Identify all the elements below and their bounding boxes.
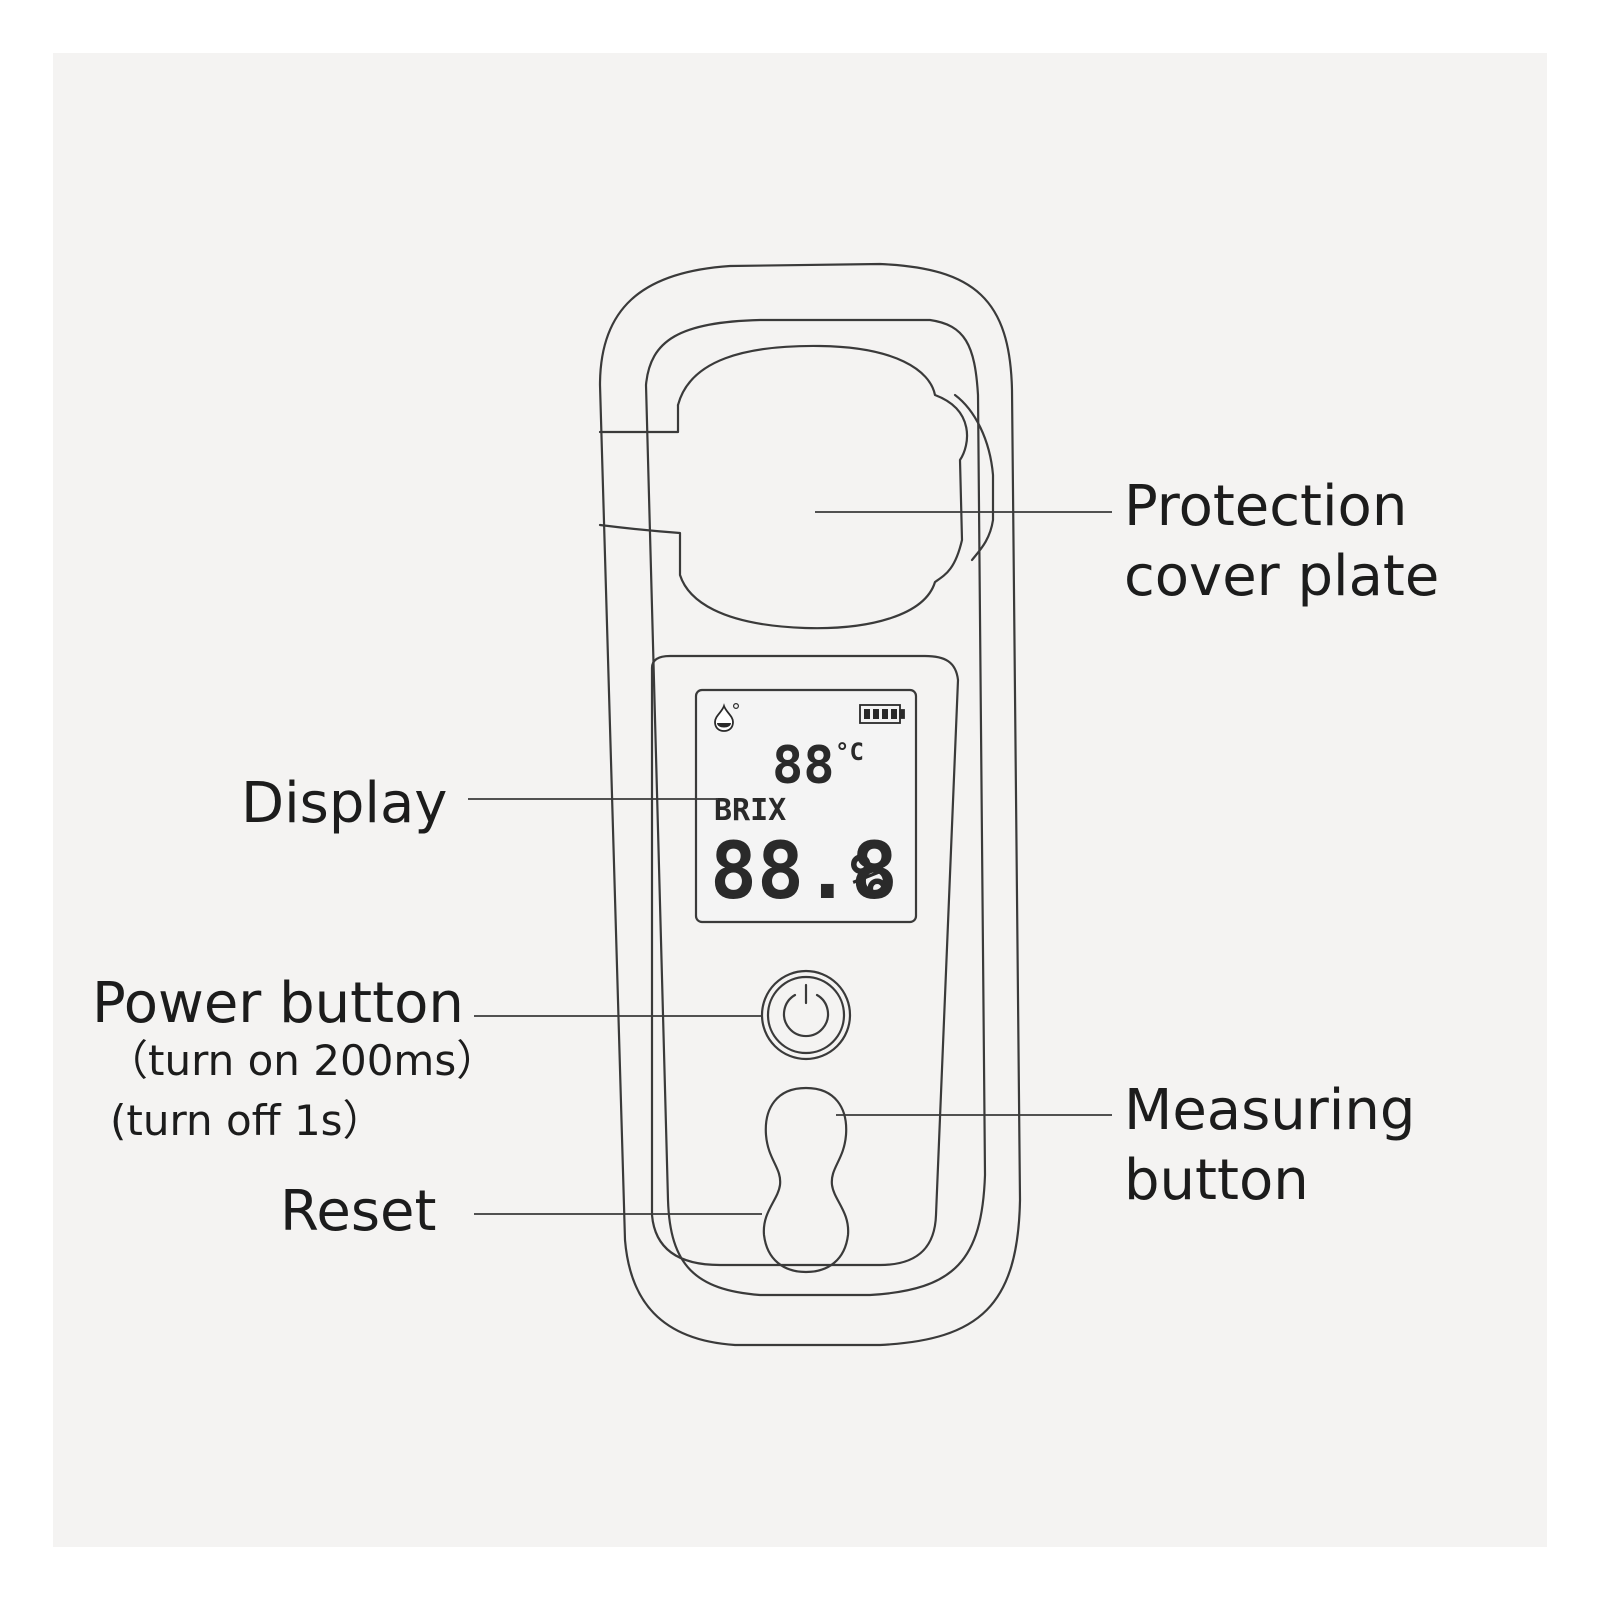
display-screen bbox=[694, 688, 918, 924]
water-drop-icon bbox=[714, 702, 739, 732]
label-protection-line2: cover plate bbox=[1124, 544, 1440, 609]
label-measuring-line1: Measuring bbox=[1124, 1078, 1416, 1143]
lcd-temperature-unit: °C bbox=[835, 738, 864, 766]
device-strap bbox=[953, 393, 995, 562]
power-icon bbox=[782, 983, 830, 1038]
lcd-reading-unit: % bbox=[850, 840, 887, 913]
device-inner-body bbox=[644, 318, 987, 1297]
cover-plate-tab-edge bbox=[598, 403, 680, 434]
device-outer-body bbox=[598, 262, 1022, 1347]
power-button-inner bbox=[766, 975, 846, 1055]
label-power-button: Power button bbox=[92, 971, 464, 1036]
label-reset: Reset bbox=[280, 1179, 437, 1244]
label-power-on: （turn on 200ms） bbox=[106, 1036, 499, 1085]
protection-cover-plate bbox=[598, 344, 969, 630]
power-button-outer bbox=[760, 969, 852, 1061]
lcd-reading: 88.8 bbox=[710, 827, 898, 917]
device-face-panel bbox=[650, 654, 960, 1267]
lcd-temperature: 88 bbox=[772, 736, 835, 796]
battery-icon bbox=[859, 704, 905, 724]
measuring-reset-button bbox=[762, 1086, 850, 1274]
label-power-off: (turn off 1s） bbox=[110, 1096, 385, 1145]
label-display: Display bbox=[241, 771, 448, 836]
label-measuring-line2: button bbox=[1124, 1148, 1309, 1213]
lcd-mode: BRIX bbox=[714, 793, 786, 828]
label-protection-line1: Protection bbox=[1124, 474, 1408, 539]
